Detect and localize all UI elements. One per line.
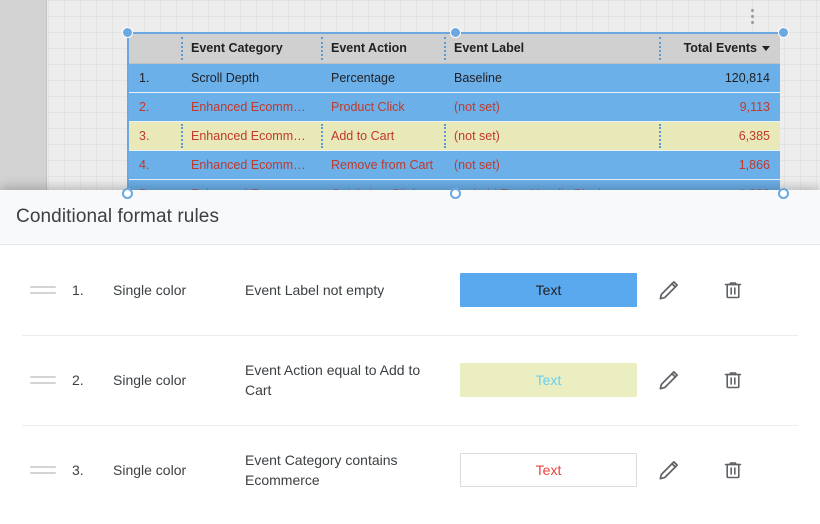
- table-header-row: Event Category Event Action Event Label …: [129, 34, 780, 64]
- trash-icon[interactable]: [701, 278, 765, 302]
- column-header-index[interactable]: [129, 34, 181, 64]
- rule-type: Single color: [113, 282, 187, 298]
- kebab-dot: [750, 20, 754, 24]
- more-vert-icon[interactable]: [745, 4, 759, 28]
- column-header-event-label[interactable]: Event Label: [444, 34, 659, 64]
- drag-handle-line: [30, 286, 56, 288]
- drag-handle-line: [30, 376, 56, 378]
- cell-event-action: Product Click: [321, 92, 444, 122]
- cell-event-category: Enhanced Ecommerce: [181, 121, 321, 151]
- rule-row[interactable]: 3. Single color Event Category contains Ec…: [0, 425, 820, 515]
- cell-total-events: 120,814: [659, 63, 780, 93]
- dialog-header: Conditional format rules: [0, 190, 820, 245]
- rule-color-preview[interactable]: Text: [460, 363, 637, 397]
- resize-handle-bottom-right[interactable]: [778, 188, 789, 199]
- resize-handle-top-right[interactable]: [778, 27, 789, 38]
- resize-handle-bottom-middle[interactable]: [450, 188, 461, 199]
- rule-type: Single color: [113, 462, 187, 478]
- drag-handle-icon[interactable]: [30, 376, 56, 384]
- caret-down-icon[interactable]: [762, 46, 770, 52]
- rule-index: 3.: [72, 462, 84, 478]
- cell-event-label: (not set): [444, 92, 659, 122]
- rule-description: Event Category contains Ecommerce: [245, 452, 398, 488]
- drag-handle-line: [30, 382, 56, 384]
- resize-handle-bottom-left[interactable]: [122, 188, 133, 199]
- table-header: Event Category Event Action Event Label …: [129, 34, 780, 64]
- trash-icon[interactable]: [701, 368, 765, 392]
- drag-handle-icon[interactable]: [30, 286, 56, 294]
- cell-event-label: (not set): [444, 150, 659, 180]
- column-header-event-category[interactable]: Event Category: [181, 34, 321, 64]
- cell-event-action: Add to Cart: [321, 121, 444, 151]
- rule-color-preview[interactable]: Text: [460, 273, 637, 307]
- kebab-dot: [750, 8, 754, 12]
- drag-handle-line: [30, 472, 56, 474]
- canvas-left-panel: [0, 0, 47, 190]
- column-header-total-events-label: Total Events: [683, 41, 757, 56]
- cell-event-label: Baseline: [444, 63, 659, 93]
- cell-event-category: Enhanced Ecommerce: [181, 150, 321, 180]
- rule-row[interactable]: 2. Single color Event Action equal to Add …: [0, 335, 820, 425]
- cell-index: 2.: [129, 92, 181, 122]
- drag-handle-icon[interactable]: [30, 466, 56, 474]
- rule-type: Single color: [113, 372, 187, 388]
- cell-event-category: Enhanced Ecommerce: [181, 92, 321, 122]
- cell-event-label: (not set): [444, 121, 659, 151]
- cell-total-events: 1,866: [659, 150, 780, 180]
- kebab-dot: [750, 14, 754, 18]
- cell-total-events: 9,113: [659, 92, 780, 122]
- table-widget[interactable]: Event Category Event Action Event Label …: [122, 27, 789, 209]
- trash-icon[interactable]: [701, 458, 765, 482]
- resize-handle-top-middle[interactable]: [450, 27, 461, 38]
- cell-event-action: Remove from Cart: [321, 150, 444, 180]
- events-table: Event Category Event Action Event Label …: [129, 34, 780, 209]
- rule-index: 2.: [72, 372, 84, 388]
- drag-handle-line: [30, 292, 56, 294]
- pencil-icon[interactable]: [637, 457, 701, 483]
- column-header-event-action[interactable]: Event Action: [321, 34, 444, 64]
- rule-description: Event Action equal to Add to Cart: [245, 362, 421, 398]
- rule-color-preview[interactable]: Text: [460, 453, 637, 487]
- resize-handle-top-left[interactable]: [122, 27, 133, 38]
- dialog-title: Conditional format rules: [16, 206, 220, 227]
- drag-handle-line: [30, 466, 56, 468]
- pencil-icon[interactable]: [637, 367, 701, 393]
- rule-row[interactable]: 1. Single color Event Label not empty Text: [0, 245, 820, 335]
- column-header-total-events[interactable]: Total Events: [659, 34, 780, 64]
- pencil-icon[interactable]: [637, 277, 701, 303]
- cell-event-category: Scroll Depth: [181, 63, 321, 93]
- rule-index: 1.: [72, 282, 84, 298]
- cell-index: 3.: [129, 121, 181, 151]
- cell-total-events: 6,385: [659, 121, 780, 151]
- cell-index: 4.: [129, 150, 181, 180]
- rule-description: Event Label not empty: [245, 282, 385, 298]
- cell-event-action: Percentage: [321, 63, 444, 93]
- cell-index: 1.: [129, 63, 181, 93]
